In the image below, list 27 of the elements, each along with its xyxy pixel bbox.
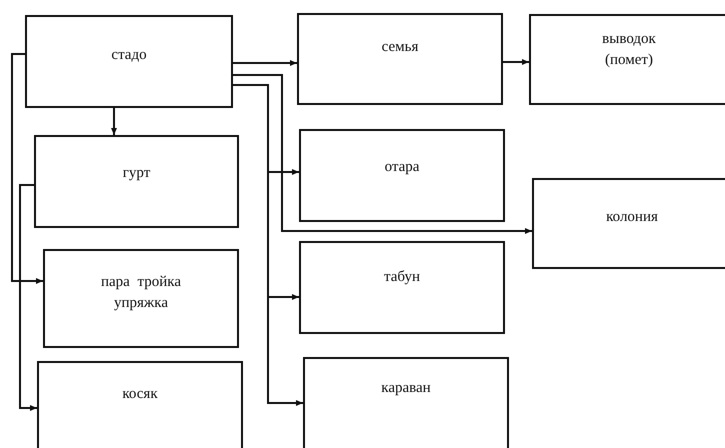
term-box	[37, 361, 243, 448]
connector-arrow	[111, 108, 117, 135]
term-label: косяк	[122, 385, 158, 404]
term-label: выводок (помет)	[601, 30, 657, 70]
term-box	[34, 135, 239, 228]
connector-arrow	[233, 84, 303, 406]
term-label: пара тройка упряжка	[100, 273, 182, 312]
term-box	[299, 241, 505, 334]
term-label: отара	[384, 158, 420, 178]
connector-arrow	[233, 60, 297, 66]
term-label: табун	[384, 268, 420, 288]
term-label: стадо	[111, 46, 147, 66]
term-box	[532, 178, 725, 269]
term-label: семья	[382, 38, 418, 57]
term-box	[299, 129, 505, 222]
connector-arrow	[11, 53, 43, 284]
term-label: караван	[381, 379, 431, 398]
connector-arrow	[233, 74, 532, 234]
term-box	[43, 249, 239, 348]
connector-arrow	[503, 59, 529, 65]
term-box	[303, 357, 509, 448]
term-box	[25, 15, 233, 108]
term-label: колония	[606, 208, 658, 228]
connector-arrow	[19, 184, 37, 411]
term-box	[529, 14, 725, 105]
term-box	[297, 13, 503, 105]
term-label: гурт	[122, 164, 150, 184]
